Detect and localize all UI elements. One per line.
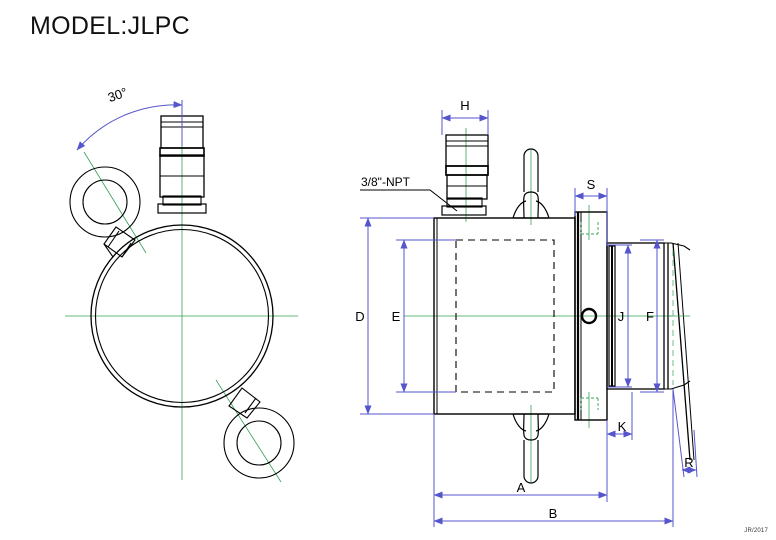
dim-j-label: J — [618, 309, 625, 324]
eyebolt-bottom-right — [223, 387, 295, 479]
dim-f-label: F — [646, 309, 654, 324]
dim-e — [396, 239, 456, 393]
page-title: MODEL:JLPC — [30, 12, 190, 40]
side-connector — [441, 134, 489, 216]
dim-s-label: S — [587, 177, 596, 192]
dim-a-label: A — [517, 480, 526, 495]
side-view: 3/8"-NPT H S D — [355, 98, 698, 527]
dim-k-label: K — [618, 419, 627, 434]
front-view-centerlines — [65, 140, 298, 483]
revision-tag: JR/2017 — [744, 528, 768, 534]
dim-e-label: E — [392, 309, 401, 324]
side-eyebolt-top — [512, 148, 550, 219]
dim-b-label: B — [549, 506, 558, 521]
dim-h — [441, 110, 489, 135]
dim-f — [640, 239, 664, 393]
dim-angle-30 — [76, 100, 183, 151]
dim-h-label: H — [460, 98, 469, 113]
dim-angle-30-label: 30° — [106, 84, 129, 105]
eyebolt-top-left — [69, 166, 141, 258]
side-eyebolt-bottom — [512, 413, 550, 484]
dim-j — [607, 244, 632, 388]
front-view: 30° — [65, 84, 298, 483]
dim-b — [433, 389, 674, 527]
side-rear-boss — [606, 242, 665, 390]
npt-note-label: 3/8"-NPT — [361, 175, 411, 189]
npt-leader-line — [360, 189, 458, 212]
dim-d-label: D — [355, 309, 364, 324]
dim-d — [360, 217, 434, 415]
front-body-circle — [90, 224, 274, 408]
dim-r-label: R — [684, 455, 693, 470]
eyebolt-top-left-shank — [103, 242, 132, 258]
side-cable-tail — [664, 242, 695, 461]
dim-s — [574, 188, 608, 246]
dim-r — [672, 388, 698, 478]
